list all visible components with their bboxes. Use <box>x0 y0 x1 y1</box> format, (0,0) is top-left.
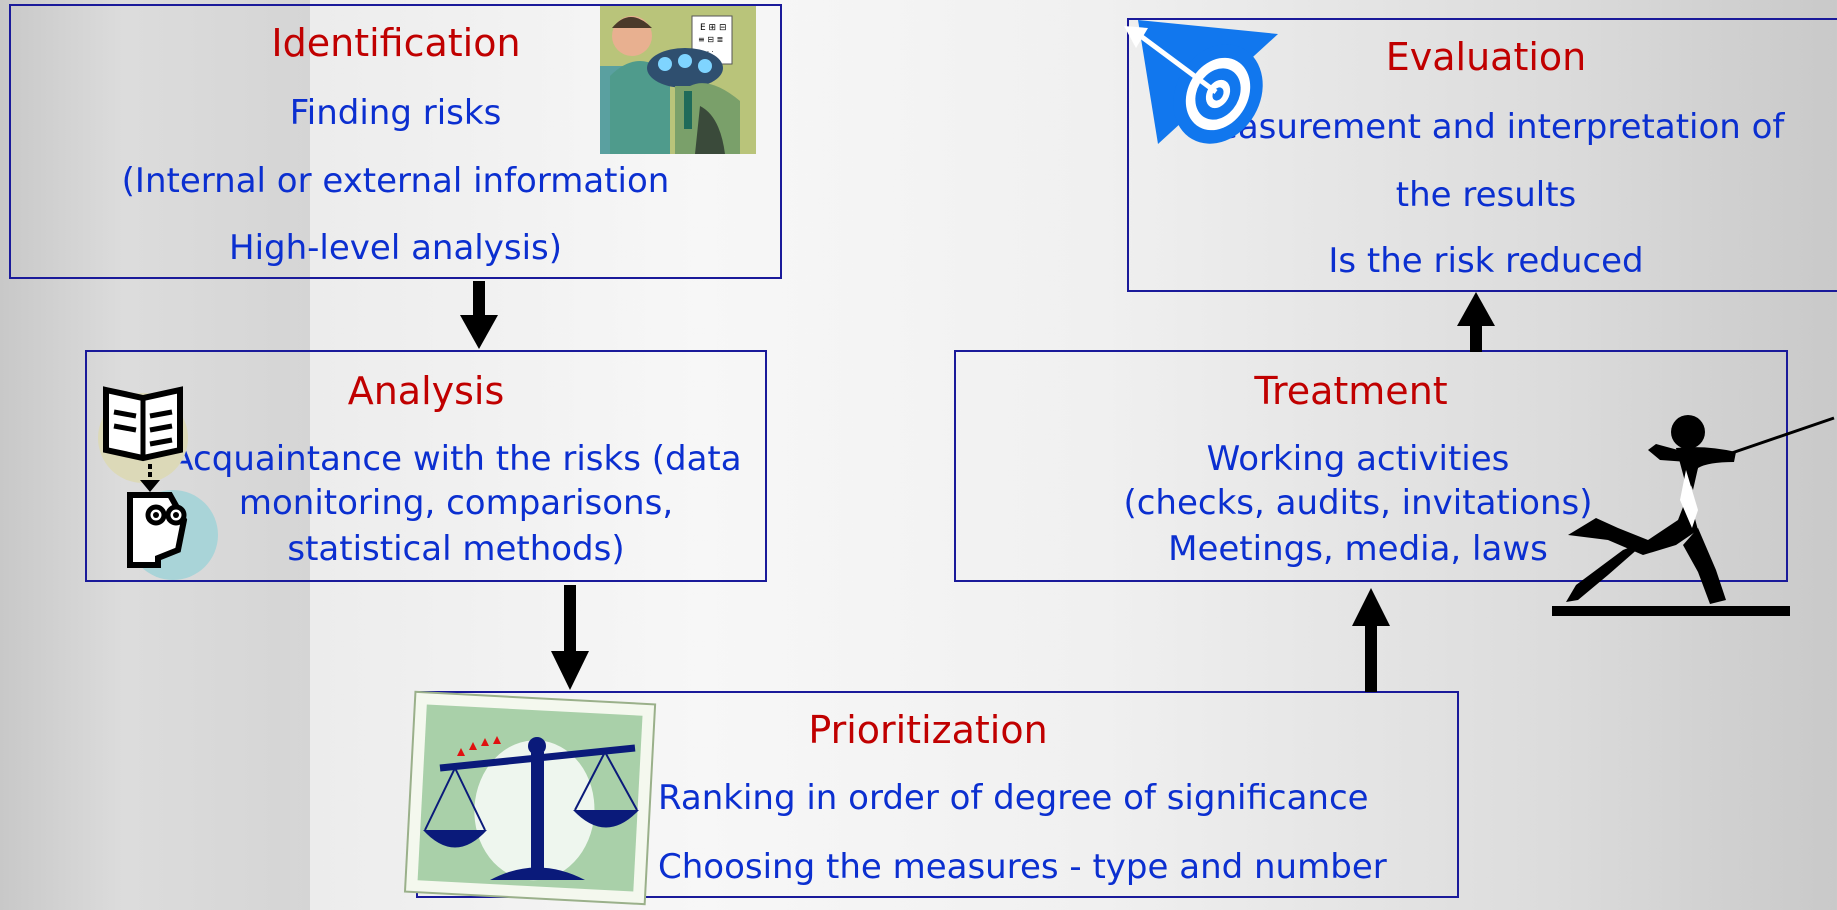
arrow-identification-to-analysis <box>460 281 498 349</box>
analysis-title: Analysis <box>347 369 505 413</box>
scales-clipart-icon <box>403 690 657 906</box>
treatment-title: Treatment <box>1254 369 1448 413</box>
analysis-box: Analysis Acquaintance with the risks (da… <box>85 350 767 582</box>
identification-title: Identification <box>271 21 521 65</box>
identification-box: Identification Finding risks (Internal o… <box>9 4 782 279</box>
treatment-line-1: Working activities <box>1206 439 1510 479</box>
analysis-line-1: Acquaintance with the risks (data <box>170 439 742 479</box>
arrow-treatment-to-evaluation <box>1457 292 1495 352</box>
analysis-line-2: monitoring, comparisons, <box>238 483 674 523</box>
identification-line-2: (Internal or external information <box>121 161 670 201</box>
treatment-line-2: (checks, audits, invitations) <box>1123 483 1593 523</box>
svg-text:≡ ⊟ ≣: ≡ ⊟ ≣ <box>698 35 723 44</box>
identification-line-1: Finding risks <box>289 93 502 133</box>
target-bullseye-icon <box>1124 20 1278 144</box>
treatment-line-3: Meetings, media, laws <box>1168 529 1548 569</box>
evaluation-box: Evaluation Measurement and interpretatio… <box>1127 18 1837 292</box>
evaluation-line-3: Is the risk reduced <box>1328 241 1644 281</box>
prioritization-line-2: Choosing the measures - type and number <box>658 847 1387 887</box>
arrow-prioritization-to-treatment <box>1352 588 1390 692</box>
analysis-line-3: statistical methods) <box>287 529 625 569</box>
arrow-analysis-to-prioritization <box>551 585 589 690</box>
optometrist-clipart-icon: E ⊞ ⊟ ≡ ⊟ ≣ · · · · <box>600 6 756 154</box>
prioritization-box: Prioritization Ranking in order of degre… <box>416 691 1459 898</box>
evaluation-title: Evaluation <box>1385 35 1587 79</box>
fencer-clipart-icon <box>1552 415 1835 616</box>
prioritization-title: Prioritization <box>808 708 1048 752</box>
svg-text:E ⊞ ⊟: E ⊞ ⊟ <box>700 23 727 33</box>
evaluation-line-1: Measurement and interpretation of <box>1187 107 1785 147</box>
prioritization-line-1: Ranking in order of degree of significan… <box>658 778 1369 818</box>
identification-line-3: High-level analysis) <box>229 228 562 268</box>
book-reader-clipart-icon <box>98 386 218 580</box>
treatment-box: Treatment Working activities (checks, au… <box>954 350 1788 582</box>
evaluation-line-2: the results <box>1395 175 1577 215</box>
